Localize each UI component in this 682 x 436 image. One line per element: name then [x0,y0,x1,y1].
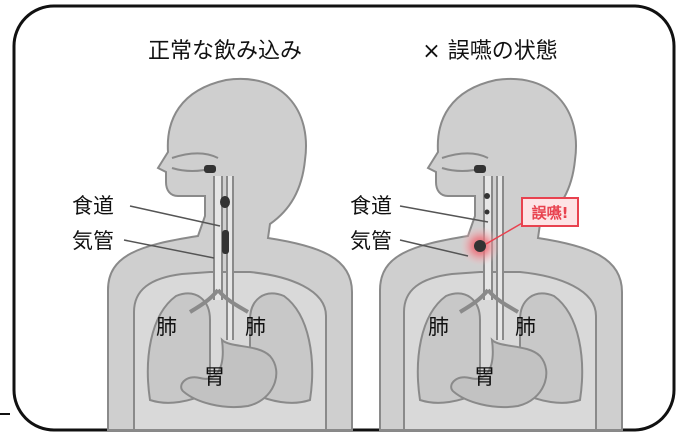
lung-left-shape [146,292,211,404]
leader-esophagus [129,205,221,227]
stomach-shape [180,337,278,408]
panel-normal: 正常な飲み込み 食道 [72,39,353,431]
callout-leader [485,221,525,245]
leader-esophagus-2 [399,205,489,223]
body-silhouette [379,77,623,431]
body-silhouette [107,77,353,431]
leader-trachea-2 [399,239,469,257]
label-esophagus-2: 食道 [350,194,392,218]
label-stomach: 胃 [204,365,225,389]
leader-trachea [123,239,215,259]
label-lung-right-2: 肺 [515,315,536,339]
aspiration-callout: 誤嚥! [521,197,579,227]
label-stomach-2: 胃 [474,365,495,389]
label-lung-right: 肺 [245,315,266,339]
callout-text: 誤嚥! [532,204,569,222]
aspirated-bolus [474,240,486,252]
label-trachea-2: 気管 [350,229,392,253]
panel-title-normal: 正常な飲み込み [148,39,302,64]
label-lung-left: 肺 [156,315,177,339]
label-esophagus: 食道 [72,194,114,218]
label-trachea: 気管 [72,229,114,253]
panel-title-aspiration: × 誤嚥の状態 [422,39,557,64]
label-lung-left-2: 肺 [428,315,449,339]
panel-aspiration: × 誤嚥の状態 誤嚥! 食道 気管 [350,39,623,431]
